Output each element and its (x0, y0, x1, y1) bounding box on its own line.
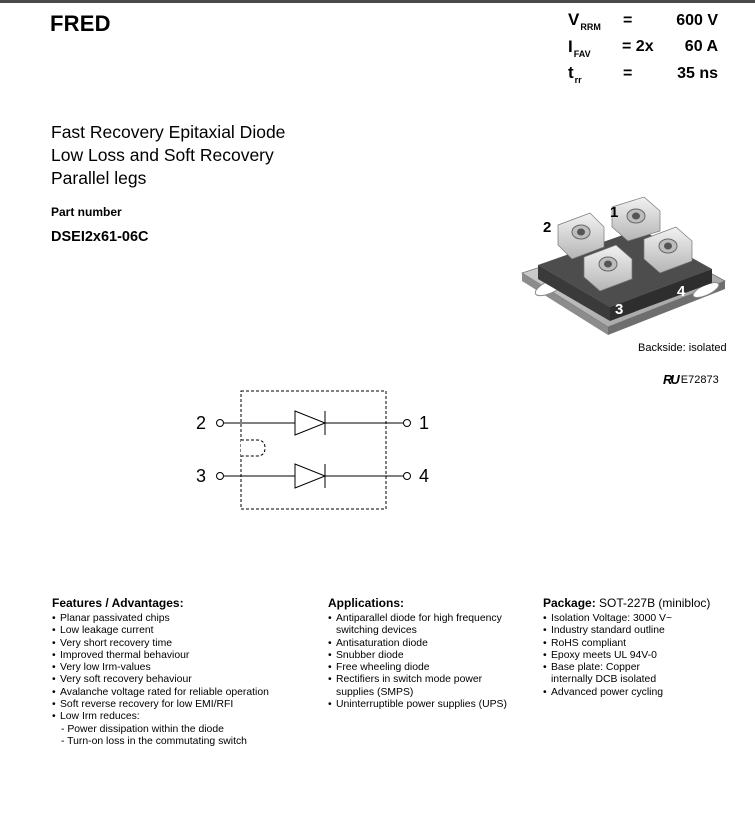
features-section: Features / Advantages: Planar passivated… (52, 596, 269, 748)
spec-eq-vrrm: = (623, 12, 633, 29)
part-number-label: Part number (51, 205, 122, 219)
list-item: Low leakage current (52, 625, 269, 638)
pin-label: 2 (543, 219, 551, 236)
spec-symbol-ifav: IFAV (568, 37, 591, 59)
package-title: Package: SOT-227B (minibloc) (543, 596, 711, 610)
description-line: Parallel legs (51, 168, 147, 188)
pin-label: 3 (615, 301, 623, 318)
list-subitem: - Turn-on loss in the commutating switch (61, 735, 247, 747)
applications-title: Applications: (328, 596, 405, 610)
list-item-continuation: switching devices (336, 625, 417, 637)
list-item: Very soft recovery behaviour (52, 674, 269, 687)
package-name: SOT-227B (minibloc) (599, 596, 711, 610)
top-rule (0, 0, 755, 3)
diode-top (294, 410, 327, 436)
list-item: Avalanche voltage rated for reliable ope… (52, 687, 269, 700)
list-item: Rectifiers in switch mode power (328, 674, 507, 687)
list-item: RoHS compliant (543, 638, 710, 651)
description-line: Fast Recovery Epitaxial Diode (51, 122, 286, 142)
list-item: Epoxy meets UL 94V-0 (543, 650, 710, 663)
list-item: Improved thermal behaviour (52, 650, 269, 663)
package-illustration: 1 2 3 4 (521, 196, 726, 335)
list-item: Isolation Voltage: 3000 V~ (543, 613, 710, 626)
ul-certification: RU E72873 (663, 372, 719, 387)
list-subitem: - Power dissipation within the diode (61, 723, 224, 735)
applications-list: Antiparallel diode for high frequency sw… (328, 613, 507, 712)
schematic-pin-label: 1 (419, 413, 429, 433)
list-item: Low Irm reduces: (52, 711, 269, 724)
terminal-3 (583, 244, 633, 292)
spec-symbol-vrrm: VRRM (568, 10, 601, 32)
backside-note: Backside: isolated (638, 342, 727, 354)
part-number-value: DSEI2x61-06C (51, 229, 149, 245)
list-item: Base plate: Copper (543, 662, 710, 675)
product-family-title: FRED (50, 11, 111, 36)
terminal-2 (557, 212, 605, 260)
pin-4-terminal (403, 472, 411, 480)
list-item: Advanced power cycling (543, 687, 710, 700)
pin-2-terminal (216, 419, 224, 427)
list-item-continuation: internally DCB isolated (551, 674, 657, 686)
spec-eq-ifav: = 2x (622, 38, 654, 55)
features-title: Features / Advantages: (52, 596, 184, 610)
list-item: Soft reverse recovery for low EMI/RFI (52, 699, 269, 712)
ul-file-number: E72873 (680, 373, 719, 386)
package-section: Package: SOT-227B (minibloc) Isolation V… (543, 596, 710, 699)
description-line: Low Loss and Soft Recovery (51, 145, 274, 165)
terminal-4 (643, 226, 693, 274)
list-item: Antiparallel diode for high frequency (328, 613, 507, 626)
list-item: Planar passivated chips (52, 613, 269, 626)
schematic-pin-label: 3 (196, 466, 206, 486)
spec-value-trr: 35 ns (677, 65, 718, 82)
circuit-schematic: 2 1 3 4 (196, 390, 429, 510)
pin-label: 1 (610, 204, 618, 221)
list-item: Snubber diode (328, 650, 507, 663)
ul-logo: RU (663, 372, 680, 387)
schematic-pin-label: 4 (419, 466, 429, 486)
list-item: Antisaturation diode (328, 638, 507, 651)
list-item: Uninterruptible power supplies (UPS) (328, 699, 507, 712)
list-item: Very short recovery time (52, 638, 269, 651)
features-list: Planar passivated chips Low leakage curr… (52, 613, 269, 748)
diode-bottom (294, 463, 327, 489)
list-item: Free wheeling diode (328, 662, 507, 675)
spec-value-ifav: 60 A (684, 38, 718, 55)
pin-1-terminal (403, 419, 411, 427)
spec-value-vrrm: 600 V (676, 12, 718, 29)
list-item: Very low Irm-values (52, 662, 269, 675)
schematic-pin-label: 2 (196, 413, 206, 433)
terminal-1 (611, 196, 661, 242)
list-item-continuation: supplies (SMPS) (336, 686, 414, 698)
product-description: Fast Recovery Epitaxial Diode Low Loss a… (51, 121, 285, 190)
list-item: Industry standard outline (543, 625, 710, 638)
package-list: Isolation Voltage: 3000 V~ Industry stan… (543, 613, 710, 699)
pin-3-terminal (216, 472, 224, 480)
applications-section: Applications: Antiparallel diode for hig… (328, 596, 507, 712)
spec-symbol-trr: trr (568, 63, 582, 85)
spec-eq-trr: = (623, 65, 633, 82)
pin-label: 4 (677, 283, 686, 300)
